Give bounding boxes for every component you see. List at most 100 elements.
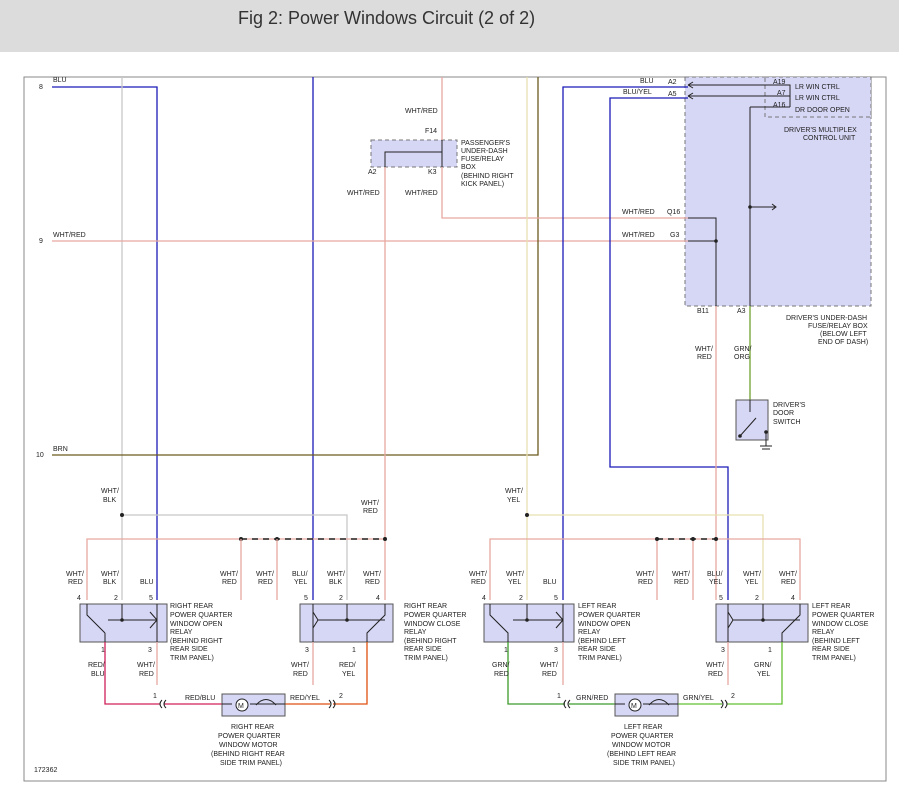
svg-text:GRN/RED: GRN/RED [576,695,608,702]
svg-text:YEL: YEL [757,671,770,678]
svg-text:TRIM PANEL): TRIM PANEL) [812,655,856,662]
svg-text:RED/YEL: RED/YEL [290,695,320,702]
wire-label: BLU/YEL [623,89,652,96]
svg-text:RED: RED [494,671,509,678]
pin-label: A16 [773,102,786,109]
passenger-fuse-box-name: PASSENGER'S [461,140,510,147]
multiplex-signal: LR WIN CTRL [795,84,840,91]
svg-text:BLK: BLK [329,579,343,586]
svg-text:WHT/: WHT/ [291,662,309,669]
row-number: 10 [36,452,44,459]
svg-text:GRN/YEL: GRN/YEL [683,695,714,702]
svg-text:3: 3 [148,647,152,654]
svg-text:RIGHT REAR: RIGHT REAR [231,724,274,731]
wire-label: WHT/ [101,488,119,495]
wire-label: WHT/RED [405,108,438,115]
wiring-diagram: 8 9 10 172362 DRIVER'S MULTIPLEX CONTROL… [23,76,887,782]
svg-text:RIGHT REAR: RIGHT REAR [170,603,213,610]
svg-text:(BEHIND RIGHT REAR: (BEHIND RIGHT REAR [211,751,285,758]
svg-text:RELAY: RELAY [404,629,427,636]
svg-text:RED: RED [674,579,689,586]
svg-text:RED: RED [365,579,380,586]
svg-text:WHT/: WHT/ [672,571,690,578]
wire-label: WHT/ [505,488,523,495]
motor-symbol: M [238,703,244,710]
wire-label: WHT/ [361,500,379,507]
svg-text:WINDOW CLOSE: WINDOW CLOSE [404,621,461,628]
svg-text:BLU: BLU [91,671,105,678]
driver-fuse-box-name: END OF DASH) [818,339,868,346]
svg-text:4: 4 [482,595,486,602]
driver-fuse-box-name: (BELOW LEFT [820,331,867,338]
svg-text:TRIM PANEL): TRIM PANEL) [170,655,214,662]
svg-text:1: 1 [153,693,157,700]
svg-text:RED: RED [542,671,557,678]
pin-label: A3 [737,308,746,315]
svg-text:RED: RED [781,579,796,586]
multiplex-signal: DR DOOR OPEN [795,107,850,114]
relay-output-labels: RED/BLU WHT/RED WHT/RED RED/YEL GRN/RED … [88,662,772,702]
wire-label: GRN/ [734,346,752,353]
svg-text:GRN/: GRN/ [754,662,772,669]
svg-text:1: 1 [768,647,772,654]
svg-text:YEL: YEL [294,579,307,586]
svg-text:(BEHIND LEFT: (BEHIND LEFT [578,638,627,645]
svg-text:WINDOW OPEN: WINDOW OPEN [170,621,223,628]
pin-label: Q16 [667,209,680,216]
svg-text:(BEHIND RIGHT: (BEHIND RIGHT [404,638,457,645]
svg-text:SIDE TRIM PANEL): SIDE TRIM PANEL) [613,760,675,767]
svg-text:RED: RED [638,579,653,586]
svg-text:WHT/: WHT/ [101,571,119,578]
svg-text:RED: RED [471,579,486,586]
wire-label: WHT/ [695,346,713,353]
svg-text:REAR SIDE: REAR SIDE [170,646,208,653]
svg-text:RED: RED [139,671,154,678]
wire-label: WHT/RED [622,232,655,239]
row-number: 9 [39,238,43,245]
svg-text:2: 2 [519,595,523,602]
svg-text:RELAY: RELAY [578,629,601,636]
svg-text:WHT/: WHT/ [220,571,238,578]
wire-label: RED [363,508,378,515]
multiplex-control-unit [764,76,872,118]
svg-text:BLU: BLU [543,579,557,586]
svg-text:3: 3 [721,647,725,654]
wire-label: WHT/RED [53,232,86,239]
svg-text:WHT/: WHT/ [256,571,274,578]
door-switch-name: SWITCH [773,419,801,426]
pin-label: A19 [773,79,786,86]
figure-id: 172362 [34,767,57,774]
wire-label: WHT/RED [405,190,438,197]
svg-text:RED: RED [68,579,83,586]
wire-label: BLK [103,497,117,504]
pin-label: F14 [425,128,437,135]
svg-text:YEL: YEL [709,579,722,586]
svg-text:WHT/: WHT/ [469,571,487,578]
svg-text:TRIM PANEL): TRIM PANEL) [578,655,622,662]
pin-label: G3 [670,232,679,239]
svg-text:WHT/: WHT/ [327,571,345,578]
passenger-fuse-box-name: (BEHIND RIGHT [461,173,514,180]
svg-text:2: 2 [339,693,343,700]
svg-text:POWER QUARTER: POWER QUARTER [218,733,281,740]
svg-text:1: 1 [352,647,356,654]
wire-label: BRN [53,446,68,453]
multiplex-signal: LR WIN CTRL [795,95,840,102]
pin-label: A2 [668,79,677,86]
svg-text:5: 5 [554,595,558,602]
svg-text:5: 5 [304,595,308,602]
svg-text:BLK: BLK [103,579,117,586]
svg-text:1: 1 [557,693,561,700]
svg-text:4: 4 [791,595,795,602]
svg-text:RED/BLU: RED/BLU [185,695,215,702]
svg-text:RED/: RED/ [88,662,105,669]
svg-text:POWER QUARTER: POWER QUARTER [170,612,233,619]
svg-text:WHT/: WHT/ [540,662,558,669]
svg-text:RED: RED [258,579,273,586]
wire-label: WHT/RED [622,209,655,216]
row-number: 8 [39,84,43,91]
driver-door-switch [735,399,769,441]
svg-text:WHT/: WHT/ [779,571,797,578]
passenger-fuse-box-name: BOX [461,164,476,171]
